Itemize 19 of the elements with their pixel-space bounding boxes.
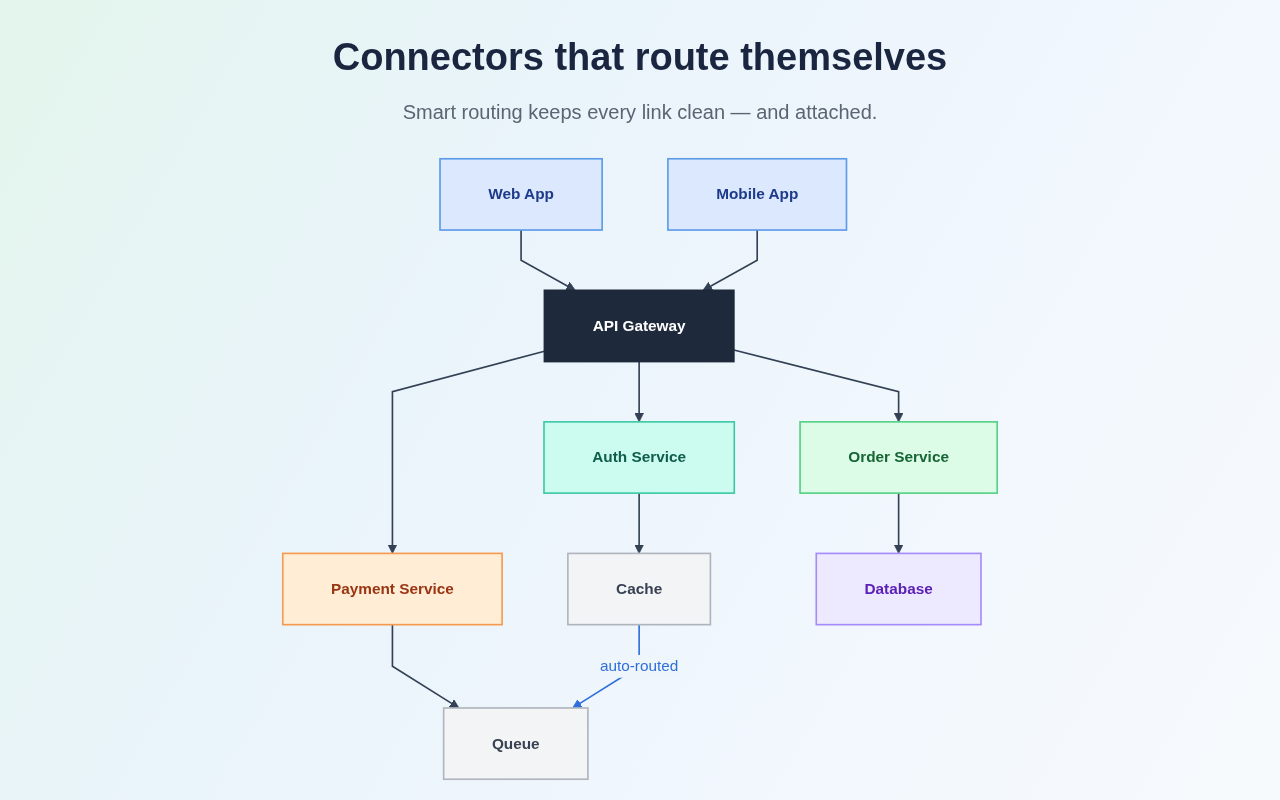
arrow [520,229,576,291]
subtitle-text: Smart routing keeps every link clean — and attached. [402,101,878,124]
diagram-title: Connectors that route themselves [332,36,948,79]
edge-label: auto-routed [599,657,679,675]
node-box: Cache [567,552,712,626]
node-box: Mobile App [667,157,848,231]
node-box: Web App [439,157,603,231]
arrow [634,492,644,554]
node-box: Auth Service [543,421,736,494]
arrow [391,623,460,709]
arrow [893,492,904,554]
arrow [733,349,904,423]
arrow [634,360,644,423]
node-box: Order Service [799,421,999,494]
node-box: Payment Service [281,552,503,626]
node-box: API Gateway [543,289,735,363]
node-box: Queue [442,707,589,781]
node-box: Database [815,552,982,626]
arrow [702,229,759,291]
